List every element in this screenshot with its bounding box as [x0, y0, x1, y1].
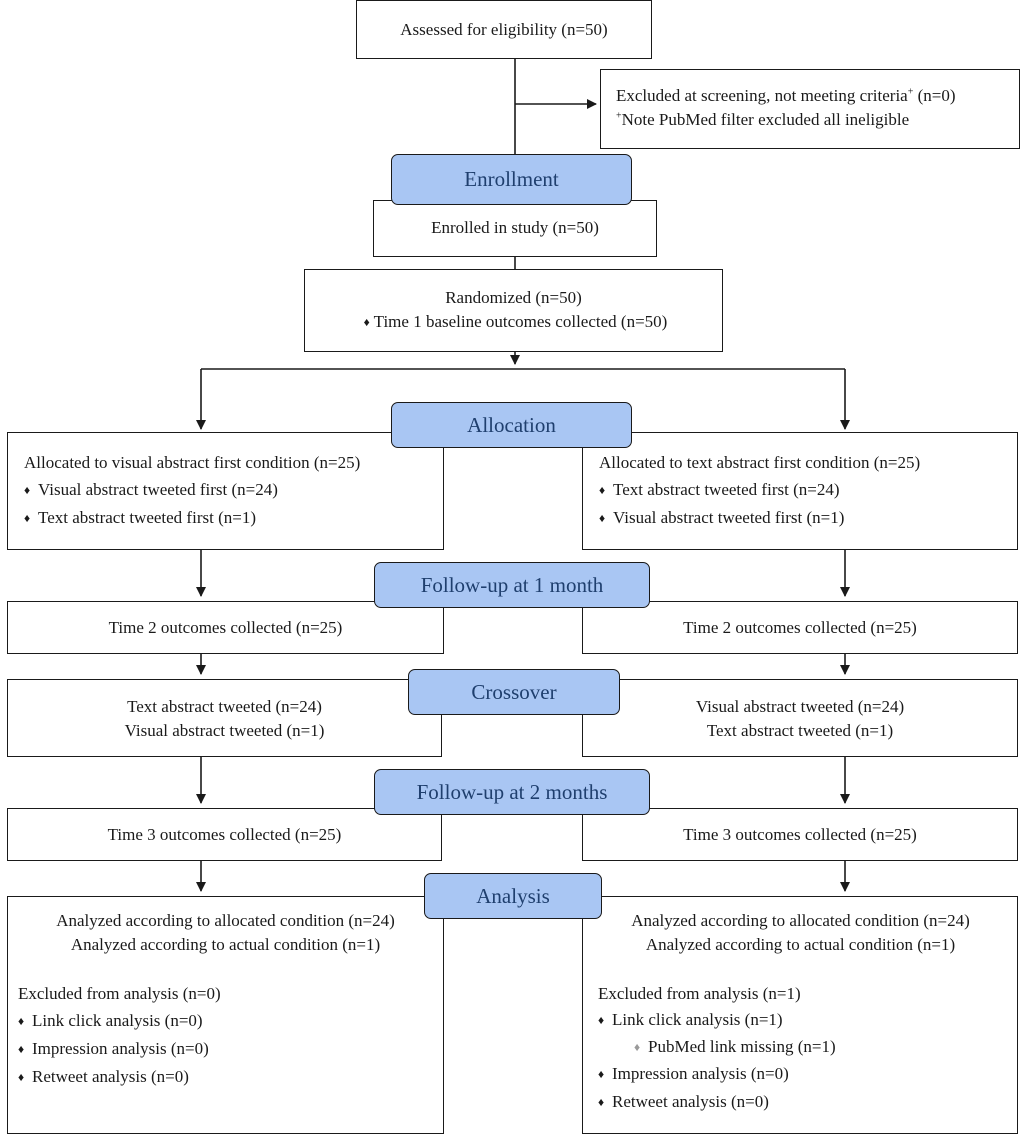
right-analyzed-line: Analyzed according to actual condition (… [645, 935, 956, 954]
assessed-text: Assessed for eligibility (n=50) [400, 20, 608, 39]
stage-enrollment-label: Enrollment [464, 167, 559, 191]
assessed-box: Assessed for eligibility (n=50) [356, 0, 652, 59]
left-time2-text: Time 2 outcomes collected (n=25) [108, 618, 343, 637]
left-excluded-title: Excluded from analysis (n=0) [18, 984, 221, 1003]
stage-crossover-label: Crossover [471, 680, 557, 704]
left-allocation-item: ♦Text abstract tweeted first (n=1) [24, 506, 443, 531]
diamond-bullet-icon: ♦ [599, 483, 606, 497]
right-analysis-box: Analyzed according to allocated conditio… [582, 896, 1018, 1134]
diamond-bullet-icon: ♦ [18, 1014, 25, 1028]
left-excluded-item: ♦Retweet analysis (n=0) [18, 1065, 443, 1090]
right-time2-text: Time 2 outcomes collected (n=25) [683, 618, 917, 637]
right-excluded-subitem: ♦PubMed link missing (n=1) [598, 1035, 1017, 1060]
stage-allocation-label: Allocation [467, 413, 556, 437]
left-time3-text: Time 3 outcomes collected (n=25) [107, 825, 342, 844]
diamond-bullet-icon: ♦ [598, 1095, 605, 1109]
gray-diamond-bullet-icon: ♦ [634, 1040, 641, 1054]
stage-followup2-label: Follow-up at 2 months [416, 780, 608, 804]
right-allocation-item: ♦Visual abstract tweeted first (n=1) [599, 506, 1017, 531]
diamond-bullet-icon: ♦ [363, 315, 370, 329]
stage-followup-2-months: Follow-up at 2 months [374, 769, 650, 815]
stage-followup-1-month: Follow-up at 1 month [374, 562, 650, 608]
left-allocation-box: Allocated to visual abstract first condi… [7, 432, 444, 550]
right-excluded-item: ♦Impression analysis (n=0) [598, 1062, 1017, 1087]
right-time3-box: Time 3 outcomes collected (n=25) [582, 808, 1018, 861]
enrolled-text: Enrolled in study (n=50) [431, 218, 599, 237]
diamond-bullet-icon: ♦ [599, 511, 606, 525]
excluded-line-1: Excluded at screening, not meeting crite… [616, 86, 956, 105]
right-analyzed-line: Analyzed according to allocated conditio… [631, 911, 970, 930]
stage-followup1-label: Follow-up at 1 month [420, 573, 604, 597]
left-time3-box: Time 3 outcomes collected (n=25) [7, 808, 442, 861]
left-excluded-item: ♦Impression analysis (n=0) [18, 1037, 443, 1062]
excluded-screening-box: Excluded at screening, not meeting crite… [600, 69, 1020, 149]
right-allocation-item: ♦Text abstract tweeted first (n=24) [599, 478, 1017, 503]
left-analysis-box: Analyzed according to allocated conditio… [7, 896, 444, 1134]
right-allocation-title: Allocated to text abstract first conditi… [599, 453, 921, 472]
left-analyzed-line: Analyzed according to actual condition (… [70, 935, 381, 954]
excluded-line-2: +Note PubMed filter excluded all ineligi… [616, 110, 910, 129]
stage-crossover: Crossover [408, 669, 620, 715]
randomized-line-1: Randomized (n=50) [445, 288, 582, 307]
left-time2-box: Time 2 outcomes collected (n=25) [7, 601, 444, 654]
left-crossover-box: Text abstract tweeted (n=24) Visual abst… [7, 679, 442, 757]
diamond-bullet-icon: ♦ [24, 483, 31, 497]
randomized-line-2: ♦Time 1 baseline outcomes collected (n=5… [305, 310, 722, 335]
right-excluded-item: ♦Retweet analysis (n=0) [598, 1090, 1017, 1115]
right-crossover-line: Visual abstract tweeted (n=24) [695, 697, 905, 716]
left-allocation-item: ♦Visual abstract tweeted first (n=24) [24, 478, 443, 503]
stage-analysis: Analysis [424, 873, 602, 919]
left-crossover-line: Text abstract tweeted (n=24) [127, 697, 322, 716]
diamond-bullet-icon: ♦ [598, 1013, 605, 1027]
right-excluded-item: ♦Link click analysis (n=1) [598, 1008, 1017, 1033]
diamond-bullet-icon: ♦ [598, 1067, 605, 1081]
stage-allocation: Allocation [391, 402, 632, 448]
left-allocation-title: Allocated to visual abstract first condi… [24, 453, 361, 472]
right-time3-text: Time 3 outcomes collected (n=25) [683, 825, 917, 844]
diamond-bullet-icon: ♦ [18, 1070, 25, 1084]
stage-enrollment: Enrollment [391, 154, 632, 205]
right-excluded-title: Excluded from analysis (n=1) [598, 984, 801, 1003]
left-excluded-item: ♦Link click analysis (n=0) [18, 1009, 443, 1034]
left-crossover-line: Visual abstract tweeted (n=1) [124, 721, 325, 740]
stage-analysis-label: Analysis [476, 884, 550, 908]
right-crossover-line: Text abstract tweeted (n=1) [706, 721, 894, 740]
right-allocation-box: Allocated to text abstract first conditi… [582, 432, 1018, 550]
right-time2-box: Time 2 outcomes collected (n=25) [582, 601, 1018, 654]
right-crossover-box: Visual abstract tweeted (n=24) Text abst… [582, 679, 1018, 757]
left-analyzed-line: Analyzed according to allocated conditio… [56, 911, 395, 930]
randomized-box: Randomized (n=50) ♦Time 1 baseline outco… [304, 269, 723, 352]
diamond-bullet-icon: ♦ [18, 1042, 25, 1056]
diamond-bullet-icon: ♦ [24, 511, 31, 525]
enrolled-box: Enrolled in study (n=50) [373, 200, 657, 257]
